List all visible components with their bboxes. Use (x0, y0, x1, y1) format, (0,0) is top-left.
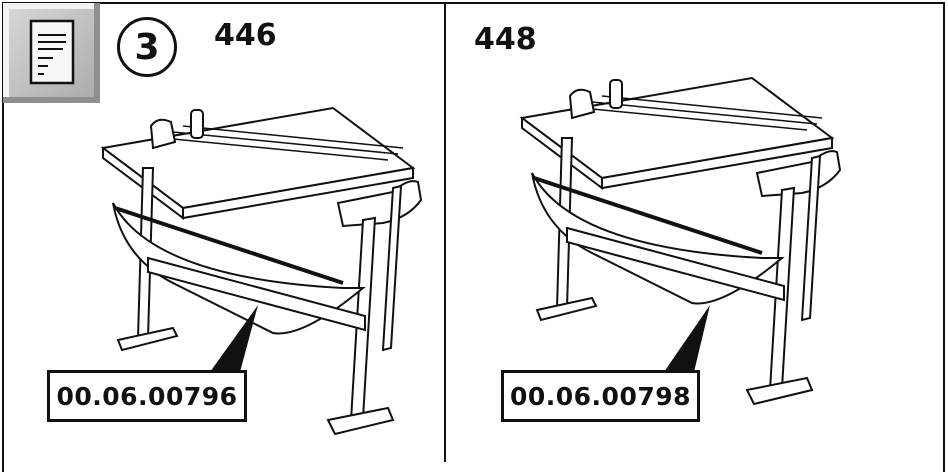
panel-divider (444, 2, 446, 462)
part-number-left: 00.06.00796 (56, 381, 238, 411)
document-badge (3, 3, 100, 103)
pointer-right (664, 305, 710, 372)
model-label-right: 448 (474, 22, 537, 57)
step-number: 3 (134, 26, 160, 68)
part-number-box-right: 00.06.00798 (501, 370, 700, 422)
document-icon (29, 19, 75, 85)
step-number-circle: 3 (117, 17, 177, 77)
pointer-left (210, 305, 258, 372)
illustrations (101, 76, 842, 436)
part-number-box-left: 00.06.00796 (47, 370, 247, 422)
model-label-left: 446 (214, 18, 277, 53)
part-number-right: 00.06.00798 (509, 381, 692, 411)
